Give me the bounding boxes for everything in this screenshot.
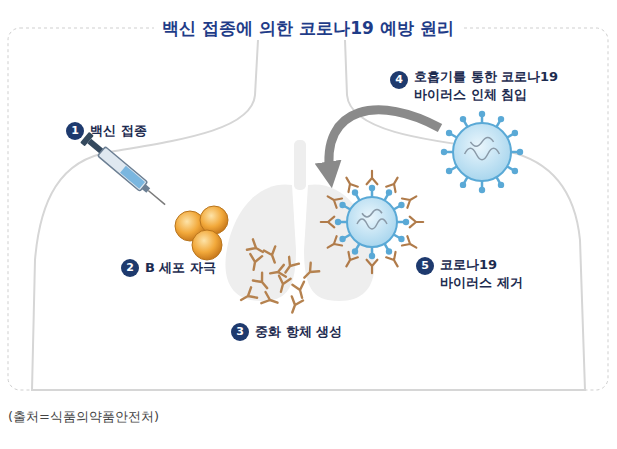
spike-tip [339, 202, 345, 208]
antibody [321, 217, 335, 228]
antibody [253, 273, 272, 292]
antibody [247, 239, 266, 257]
antibody [386, 252, 402, 269]
virus-body [347, 197, 397, 247]
spike-tip [479, 187, 485, 193]
antibody [292, 282, 307, 300]
spike-tip [335, 219, 341, 225]
spike-tip [517, 149, 523, 155]
antibody [300, 263, 319, 282]
spike-tip [460, 182, 466, 188]
antibody [275, 276, 290, 294]
callout-number: 1 [66, 122, 84, 140]
callout-number: 2 [121, 259, 139, 277]
antibody [342, 252, 358, 269]
neutralised-virus [321, 171, 423, 273]
b-cells [175, 206, 228, 260]
spike-tip [386, 189, 392, 195]
callout-number: 4 [390, 71, 408, 89]
antibody [325, 192, 342, 208]
body-outline [32, 40, 585, 390]
callout-text: 백신 접종 [90, 122, 147, 140]
antibody [269, 265, 286, 279]
antibody [386, 175, 402, 192]
spike-tip [369, 185, 375, 191]
spike-tip [512, 168, 518, 174]
spike-tip [446, 168, 452, 174]
virus [441, 111, 523, 193]
antibody [410, 217, 424, 228]
rna [357, 219, 387, 229]
rna [362, 210, 382, 218]
callout-text: 호흡기를 통한 코로나19 바이러스 인체 침입 [414, 68, 574, 104]
antibody [238, 287, 257, 305]
spike-tip [441, 149, 447, 155]
spike-tip [369, 253, 375, 259]
antibody [287, 296, 303, 314]
spike-tip [460, 116, 466, 122]
syringe [80, 132, 169, 210]
antibody [402, 192, 419, 208]
antibody [261, 292, 279, 308]
entry-arrow [329, 110, 440, 175]
spike-tip [339, 236, 345, 242]
antibody [402, 236, 419, 252]
antibody [264, 246, 280, 264]
antibody [248, 254, 262, 271]
antibodies [238, 239, 319, 314]
rna [470, 138, 493, 147]
antibody [367, 260, 378, 274]
title: 백신 접종에 의한 코로나19 예방 원리 [154, 17, 461, 39]
spike-tip [403, 219, 409, 225]
antibody [367, 171, 378, 185]
antibody [325, 236, 342, 252]
callout-text: 코로나19 바이러스 제거 [440, 256, 534, 292]
virus-body [453, 123, 511, 181]
callout-text: 중화 항체 생성 [255, 323, 342, 341]
callout-text: B 세포 자극 [145, 259, 216, 277]
callout-number: 5 [416, 257, 434, 275]
antibody [342, 175, 358, 192]
spike-tip [512, 130, 518, 136]
spike-tip [446, 130, 452, 136]
rna [465, 148, 500, 160]
callout-number: 3 [231, 323, 249, 341]
spike-tip [386, 248, 392, 254]
spike-tip [498, 182, 504, 188]
frame [8, 28, 608, 390]
caption: (출처=식품의약품안전처) [8, 408, 159, 426]
spike-tip [352, 189, 358, 195]
spike-tip [398, 236, 404, 242]
spike-tip [398, 202, 404, 208]
spike-tip [479, 111, 485, 117]
spike-tip [498, 116, 504, 122]
spike-tip [352, 248, 358, 254]
